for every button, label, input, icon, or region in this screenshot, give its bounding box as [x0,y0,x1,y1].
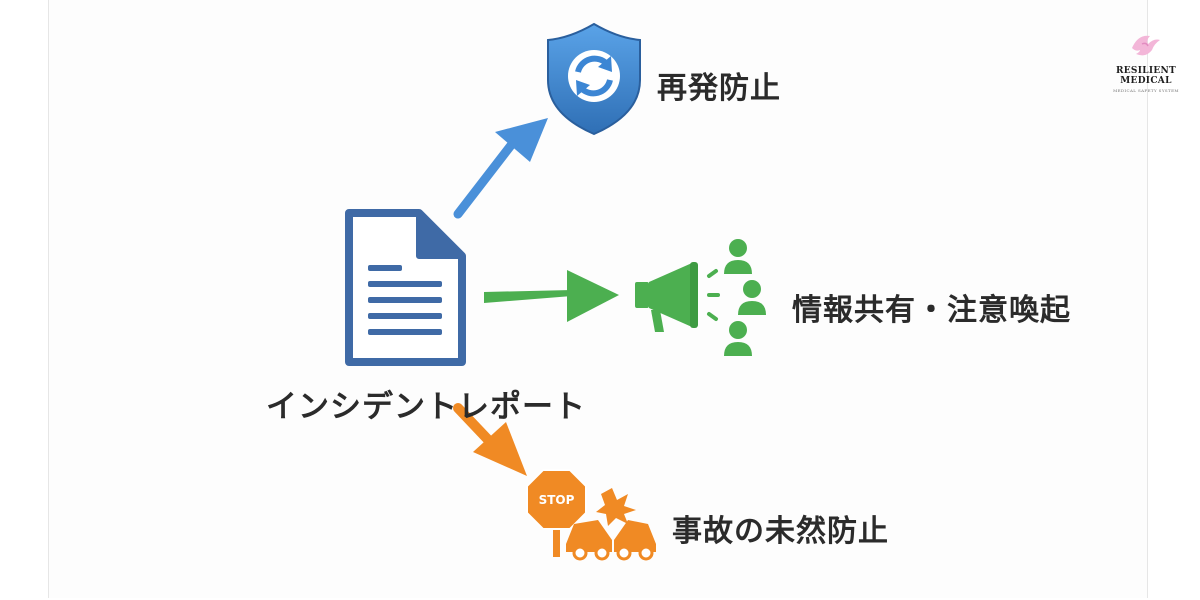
arrow-to-share [484,270,619,322]
outcome-label-prevent: 再発防止 [657,71,781,106]
document-icon [345,209,466,366]
arrow-to-accident [453,403,527,476]
stop-sign-car-crash-icon: STOP [526,469,656,561]
outcome-label-share: 情報共有・注意喚起 [792,293,1071,328]
outcome-label-accident: 事故の未然防止 [672,514,889,549]
bird-logo-icon [1132,35,1160,56]
brand-name: RESILIENT MEDICAL [1115,66,1177,86]
megaphone-people-icon [635,239,766,356]
brand-subtitle: MEDICAL SAFETY SYSTEM [1113,88,1179,93]
arrow-to-prevent [453,118,548,219]
stop-sign-text: STOP [539,493,575,507]
shield-refresh-icon [547,22,641,136]
source-label: インシデントレポート [266,389,586,425]
brand-logo: RESILIENT MEDICAL MEDICAL SAFETY SYSTEM [1098,30,1194,93]
